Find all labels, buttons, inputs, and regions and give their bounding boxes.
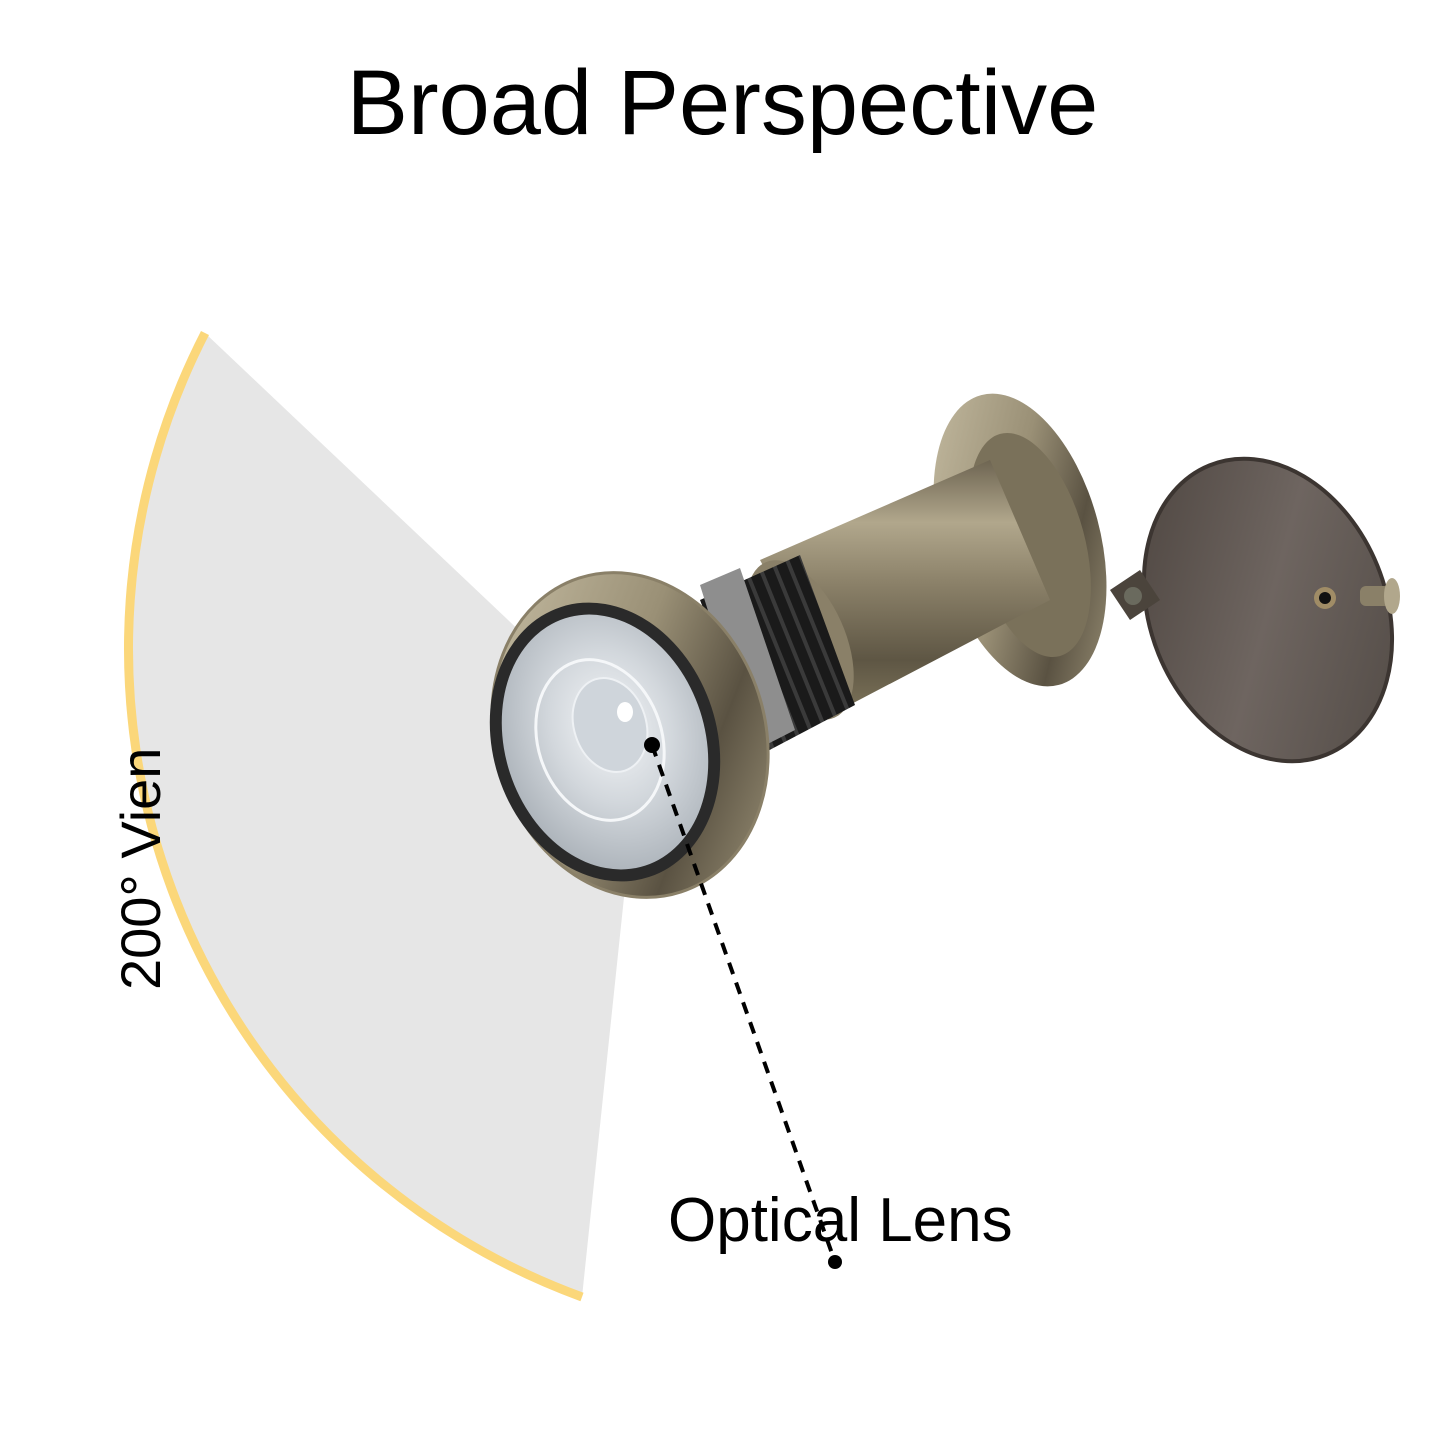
- page-title: Broad Perspective: [346, 52, 1099, 154]
- callout-leader-line: [644, 737, 842, 1269]
- threaded-shaft: [700, 555, 855, 755]
- cover-plate: [1110, 456, 1400, 764]
- optical-lens-label: Optical Lens: [668, 1186, 1013, 1255]
- field-of-view-wedge: [123, 330, 641, 1302]
- front-eyepiece: [489, 571, 770, 899]
- field-of-view-label: 200° Vien: [109, 747, 172, 990]
